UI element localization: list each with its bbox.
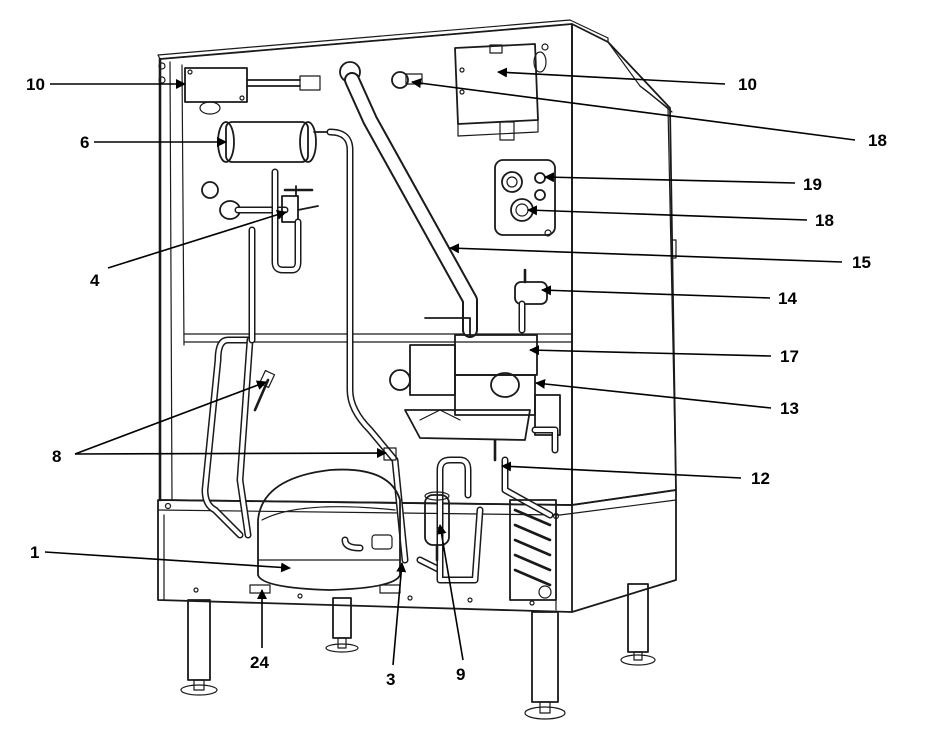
callout-labels: 10 6 4 8 1 24 3 9 10 18 19 18 15 14 17 1…	[26, 75, 887, 689]
callout-3: 3	[386, 670, 395, 689]
leader-14	[541, 285, 771, 299]
leader-8-a	[74, 380, 267, 455]
leader-12	[501, 461, 742, 479]
callout-17: 17	[780, 347, 799, 366]
leader-18-plate	[527, 205, 808, 221]
cabinet	[157, 19, 677, 506]
valve-14	[514, 268, 548, 334]
callout-15: 15	[852, 253, 871, 272]
callout-8: 8	[52, 447, 61, 466]
leader-3	[392, 562, 407, 666]
leader-19	[544, 172, 796, 184]
callout-19: 19	[803, 175, 822, 194]
callout-18-plate: 18	[815, 211, 834, 230]
callout-10-left: 10	[26, 75, 45, 94]
leader-18-top	[411, 78, 856, 141]
callout-18-top: 18	[868, 131, 887, 150]
filter-drier	[424, 491, 450, 562]
callout-12: 12	[751, 469, 770, 488]
leader-10-right	[497, 67, 726, 85]
leader-13	[535, 378, 772, 409]
leader-9	[436, 524, 464, 661]
leader-17	[529, 345, 772, 357]
base-frame	[157, 489, 677, 613]
fitting-18-top	[391, 71, 423, 89]
pump-assembly	[389, 317, 561, 462]
condenser-coil	[509, 499, 557, 601]
fan-motor-cylinder	[217, 121, 331, 163]
leader-1	[44, 551, 291, 573]
callout-9: 9	[456, 665, 465, 684]
leader-4	[107, 209, 287, 269]
callout-6: 6	[80, 133, 89, 152]
connection-plate	[494, 159, 556, 236]
leader-15	[449, 243, 843, 263]
leader-8-b	[74, 448, 387, 459]
water-pipe-15	[339, 61, 478, 338]
legs	[180, 583, 656, 720]
control-box-left	[184, 67, 321, 115]
expansion-valve	[201, 168, 319, 274]
callout-24: 24	[250, 653, 269, 672]
compressor	[249, 468, 401, 594]
callout-10-right: 10	[738, 75, 757, 94]
control-box-right	[454, 43, 547, 141]
refrigerant-lines	[201, 128, 484, 584]
callout-4: 4	[90, 271, 100, 290]
leader-lines	[44, 67, 856, 666]
callout-1: 1	[30, 543, 39, 562]
callout-14: 14	[778, 289, 797, 308]
callout-13: 13	[780, 399, 799, 418]
